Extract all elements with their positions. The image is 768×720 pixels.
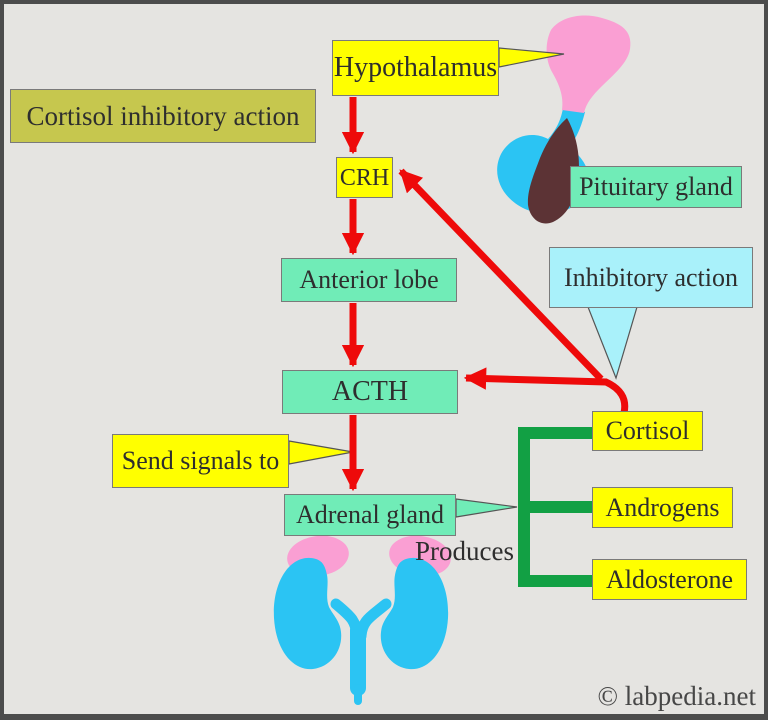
callout-inhibitory-action: Inhibitory action xyxy=(549,247,753,308)
produces-bracket xyxy=(518,427,592,587)
adrenal-gland-callout-pointer xyxy=(455,498,518,518)
hypothalamus-callout-pointer xyxy=(498,47,565,68)
node-hypothalamus: Hypothalamus xyxy=(332,40,499,96)
copyright-watermark: © labpedia.net xyxy=(597,681,756,711)
kidneys-with-adrenal-glands-illustration xyxy=(273,535,451,705)
send-signals-callout-pointer xyxy=(288,440,354,465)
pituitary-gland-illustration xyxy=(497,15,631,224)
node-androgens: Androgens xyxy=(592,487,733,528)
produces-label: Produces xyxy=(415,536,514,566)
inhibitory-action-callout-pointer xyxy=(587,306,638,380)
node-adrenal-gland: Adrenal gland xyxy=(284,494,456,536)
node-cortisol: Cortisol xyxy=(592,411,703,451)
node-crh: CRH xyxy=(336,157,393,198)
flow-arrows xyxy=(341,97,629,492)
node-anterior-lobe: Anterior lobe xyxy=(281,258,457,302)
node-acth: ACTH xyxy=(282,370,458,414)
note-cortisol-inhibitory-action: Cortisol inhibitory action xyxy=(10,89,316,143)
node-aldosterone: Aldosterone xyxy=(592,559,747,600)
label-pituitary-gland: Pituitary gland xyxy=(570,166,742,208)
callout-send-signals: Send signals to xyxy=(112,434,289,488)
